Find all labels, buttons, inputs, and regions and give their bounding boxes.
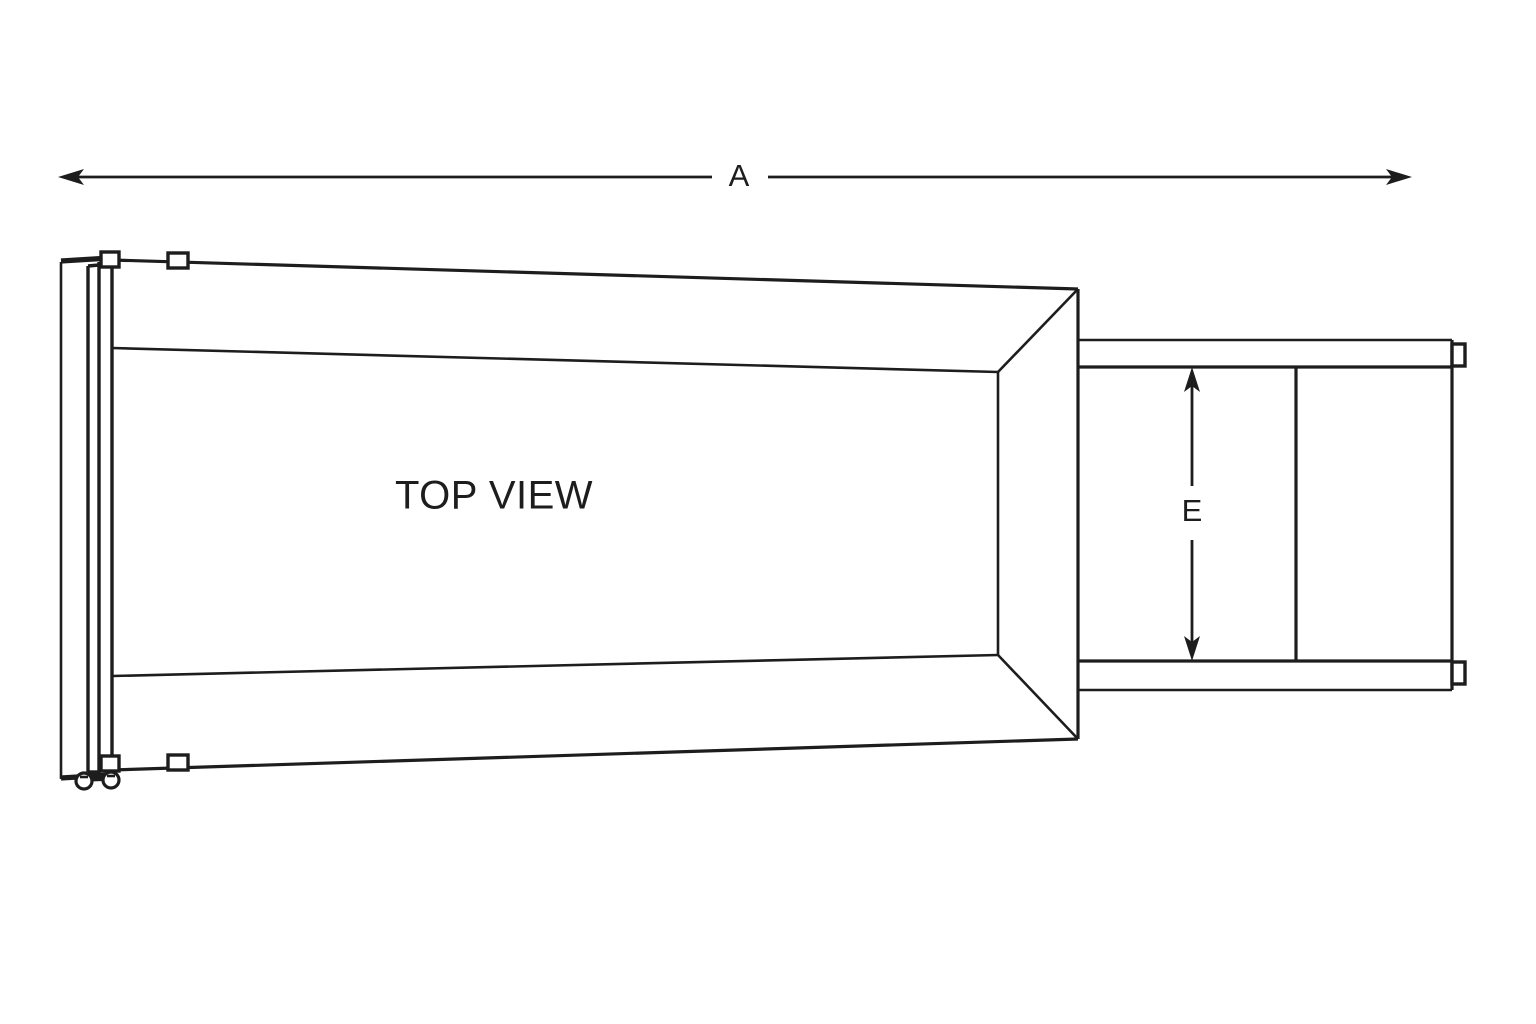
dimension-a: A — [58, 158, 1412, 193]
dimension-e-arrowhead-bottom — [1184, 636, 1200, 661]
tab-top-left — [166, 251, 190, 270]
dimension-e: E — [1182, 367, 1203, 661]
dimension-e-label: E — [1182, 493, 1203, 528]
body-bottom-edge — [111, 737, 1079, 772]
taper-diagonal-top — [997, 288, 1079, 373]
inner-panel-bottom-line — [111, 653, 999, 678]
taper-diagonal-bottom — [997, 654, 1079, 740]
washer-right-icon — [101, 770, 121, 790]
inner-taper-panels — [111, 288, 1079, 740]
tab-flange-top — [99, 250, 121, 269]
tab-outlet-top-right — [1450, 342, 1467, 368]
dimension-e-arrowhead-top — [1184, 367, 1200, 392]
tab-flange-bottom — [99, 754, 121, 773]
tab-outlet-bottom-right — [1450, 660, 1467, 686]
inner-panel-top-line — [111, 346, 999, 374]
body-top-edge — [111, 258, 1079, 291]
left-flange-assembly — [59, 255, 114, 781]
tapered-plenum-body — [111, 258, 1080, 772]
dimension-a-arrowhead-right — [1386, 169, 1412, 185]
dimension-a-arrowhead-left — [58, 169, 84, 185]
washer-left-icon — [74, 771, 94, 791]
dimension-a-label: A — [729, 158, 750, 193]
outlet-duct-section — [1078, 338, 1454, 692]
view-label-top-view: TOP VIEW — [395, 474, 593, 518]
fastener-detail — [74, 770, 121, 791]
mounting-tabs — [99, 250, 1467, 773]
tab-bottom-left — [166, 753, 190, 772]
flange-top-connector — [87, 263, 100, 268]
